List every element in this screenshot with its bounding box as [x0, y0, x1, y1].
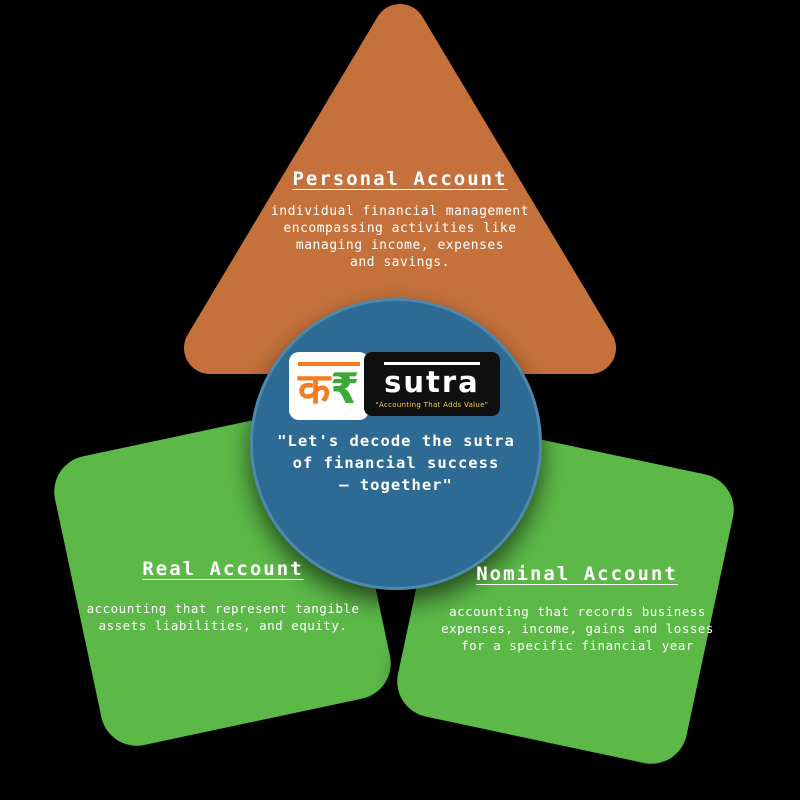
center-quote: "Let's decode the sutra of financial suc… — [277, 432, 515, 494]
logo-wordmark-box: sutra "Accounting That Adds Value" — [363, 352, 501, 416]
logo-devanagari-box: क₹ — [289, 352, 369, 420]
logo-devanagari: क₹ — [298, 362, 360, 410]
nominal-account-title: Nominal Account — [476, 563, 678, 585]
center-circle — [250, 298, 542, 590]
personal-account-description: individual financial management encompas… — [270, 204, 530, 270]
logo-tagline: "Accounting That Adds Value" — [375, 400, 489, 409]
real-account-title: Real Account — [142, 558, 304, 580]
nominal-account-description: accounting that records business expense… — [441, 604, 714, 653]
personal-account-title: Personal Account — [292, 168, 508, 190]
logo-ka-glyph: क — [298, 364, 331, 413]
real-account-description: accounting that represent tangible asset… — [86, 601, 360, 633]
brand-logo: क₹ sutra "Accounting That Adds Value" — [289, 352, 501, 420]
logo-wordmark: sutra — [384, 361, 480, 397]
rupee-icon: ₹ — [330, 364, 360, 413]
